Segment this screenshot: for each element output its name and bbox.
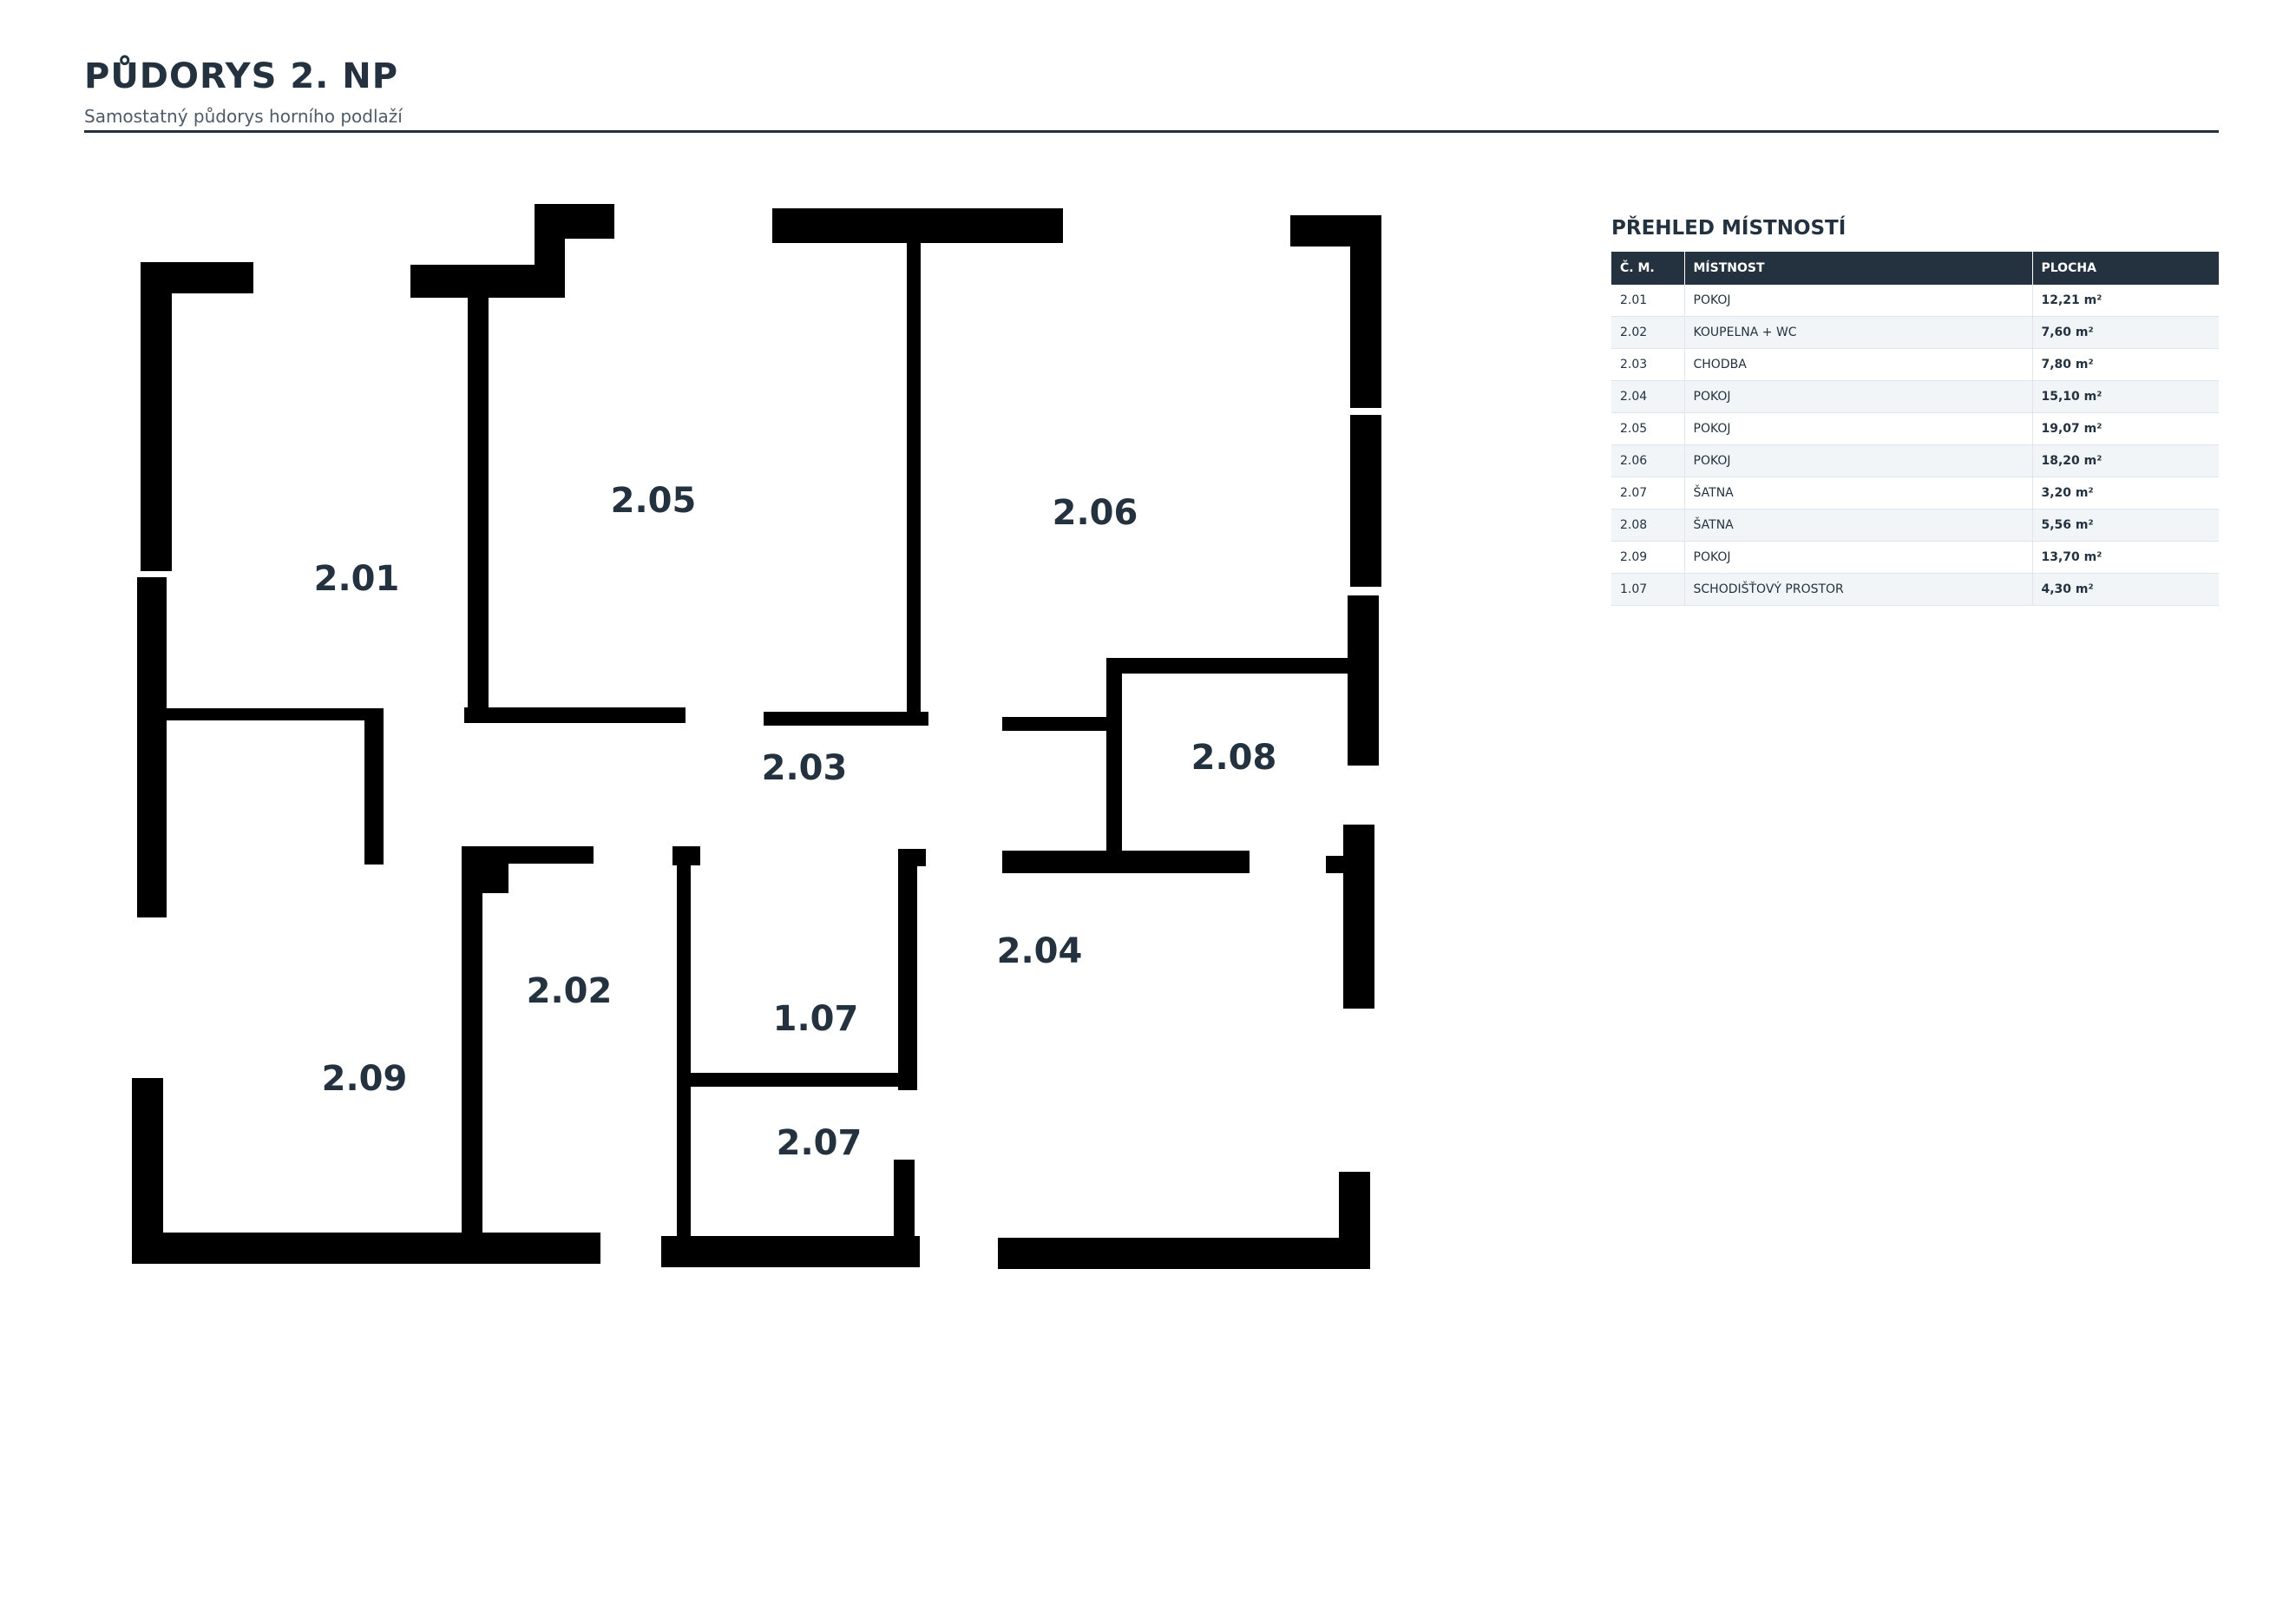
table-row: 2.09 POKOJ 13,70 m² (1611, 541, 2219, 574)
room-name: POKOJ (1684, 412, 2033, 445)
wall (137, 577, 167, 917)
room-label: 2.04 (997, 931, 1083, 971)
room-overview: PŘEHLED MÍSTNOSTÍ Č. M. MÍSTNOST PLOCHA … (1611, 217, 2219, 606)
room-label: 2.06 (1053, 493, 1138, 533)
wall (132, 1078, 163, 1234)
wall (167, 708, 384, 720)
table-row: 2.02 KOUPELNA + WC 7,60 m² (1611, 316, 2219, 349)
table-row: 2.06 POKOJ 18,20 m² (1611, 444, 2219, 477)
room-label: 2.08 (1191, 738, 1277, 778)
table-title: PŘEHLED MÍSTNOSTÍ (1611, 217, 1847, 240)
room-name: KOUPELNA + WC (1684, 316, 2033, 349)
room-area: 19,07 m² (2032, 412, 2219, 445)
room-table: Č. M. MÍSTNOST PLOCHA 2.01 POKOJ 12,21 m… (1611, 252, 2219, 606)
wall (772, 208, 1063, 243)
table-row: 2.01 POKOJ 12,21 m² (1611, 285, 2219, 317)
room-label: 2.07 (777, 1123, 863, 1163)
room-name: POKOJ (1684, 444, 2033, 477)
room-number: 2.02 (1611, 316, 1685, 349)
room-name: CHODBA (1684, 348, 2033, 381)
room-number: 2.08 (1611, 509, 1685, 542)
wall (661, 1236, 920, 1267)
room-label: 2.01 (314, 559, 400, 599)
wall (535, 204, 565, 298)
wall (1106, 658, 1122, 858)
wall (1002, 717, 1115, 731)
room-number: 2.09 (1611, 541, 1685, 574)
room-label: 2.05 (611, 481, 697, 521)
wall (462, 846, 482, 1237)
wall (894, 1160, 915, 1238)
table-row: 2.07 ŠATNA 3,20 m² (1611, 477, 2219, 510)
room-number: 2.03 (1611, 348, 1685, 381)
room-area: 7,80 m² (2032, 348, 2219, 381)
table-header-row: Č. M. MÍSTNOST PLOCHA (1611, 252, 2219, 285)
table-row: 2.04 POKOJ 15,10 m² (1611, 380, 2219, 413)
room-number: 1.07 (1611, 573, 1685, 606)
wall (364, 708, 384, 865)
room-label: 1.07 (773, 999, 859, 1039)
floor-plan: 2.01 2.05 2.06 2.03 2.08 2.02 1.07 2.04 … (132, 204, 1381, 1269)
wall (677, 1073, 917, 1087)
wall (1106, 658, 1358, 674)
room-name: ŠATNA (1684, 477, 2033, 510)
page-title: PŮDORYS 2. NP (84, 56, 399, 96)
room-label: 2.03 (762, 748, 848, 788)
wall (677, 846, 691, 1237)
room-area: 18,20 m² (2032, 444, 2219, 477)
wall (476, 860, 508, 893)
room-name: POKOJ (1684, 285, 2033, 317)
column-header-room: MÍSTNOST (1684, 252, 2033, 285)
room-area: 5,56 m² (2032, 509, 2219, 542)
room-area: 15,10 m² (2032, 380, 2219, 413)
wall (898, 849, 917, 1090)
wall (998, 1238, 1370, 1269)
wall (1343, 825, 1374, 1009)
wall (1348, 595, 1379, 766)
page-header: PŮDORYS 2. NP Samostatný půdorys horního… (84, 52, 2219, 127)
room-number: 2.01 (1611, 285, 1685, 317)
wall (1002, 851, 1250, 873)
wall (462, 846, 594, 864)
room-name: POKOJ (1684, 380, 2033, 413)
wall (1350, 415, 1381, 587)
room-area: 3,20 m² (2032, 477, 2219, 510)
room-labels: 2.01 2.05 2.06 2.03 2.08 2.02 1.07 2.04 … (314, 481, 1277, 1163)
room-label: 2.09 (322, 1059, 408, 1099)
column-header-number: Č. M. (1611, 252, 1685, 285)
table-row: 1.07 SCHODIŠŤOVÝ PROSTOR 4,30 m² (1611, 573, 2219, 606)
room-name: SCHODIŠŤOVÝ PROSTOR (1684, 573, 2033, 606)
room-area: 12,21 m² (2032, 285, 2219, 317)
walls (132, 204, 1381, 1269)
column-header-area: PLOCHA (2032, 252, 2219, 285)
table-row: 2.08 ŠATNA 5,56 m² (1611, 509, 2219, 542)
wall (1350, 215, 1381, 408)
page-subtitle: Samostatný půdorys horního podlaží (84, 106, 403, 127)
room-name: ŠATNA (1684, 509, 2033, 542)
wall (468, 265, 489, 718)
room-number: 2.05 (1611, 412, 1685, 445)
table-row: 2.05 POKOJ 19,07 m² (1611, 412, 2219, 445)
room-area: 4,30 m² (2032, 573, 2219, 606)
room-area: 7,60 m² (2032, 316, 2219, 349)
wall (464, 707, 686, 723)
wall (132, 1233, 600, 1264)
header-divider (84, 130, 2219, 133)
room-name: POKOJ (1684, 541, 2033, 574)
room-area: 13,70 m² (2032, 541, 2219, 574)
room-label: 2.02 (527, 971, 613, 1011)
room-number: 2.04 (1611, 380, 1685, 413)
wall (907, 239, 921, 725)
room-number: 2.07 (1611, 477, 1685, 510)
wall (141, 262, 172, 571)
table-row: 2.03 CHODBA 7,80 m² (1611, 348, 2219, 381)
room-number: 2.06 (1611, 444, 1685, 477)
wall (1326, 856, 1352, 873)
wall (764, 712, 928, 726)
